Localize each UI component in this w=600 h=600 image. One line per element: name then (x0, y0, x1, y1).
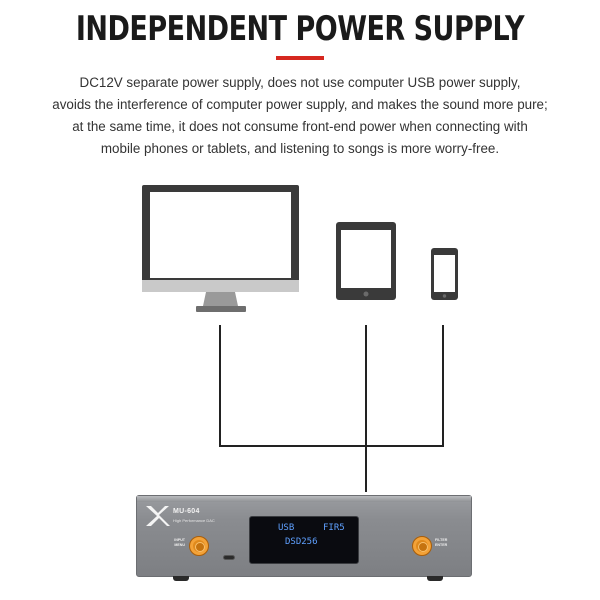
brand-logo-icon (146, 506, 170, 526)
description: DC12V separate power supply, does not us… (40, 72, 560, 160)
usb-c-port (223, 555, 235, 560)
smartphone-icon (431, 248, 458, 300)
title-underline (276, 56, 324, 60)
description-line: at the same time, it does not consume fr… (72, 119, 528, 134)
connection-lines (219, 325, 444, 492)
dac-subtitle: High Performance DAC (173, 518, 215, 523)
dac-foot-left (173, 576, 189, 581)
filter-enter-label: FILTER ENTER (435, 538, 448, 547)
filter-enter-knob[interactable] (412, 536, 432, 556)
description-line: mobile phones or tablets, and listening … (100, 141, 500, 156)
input-menu-label: INPUT MENU (174, 538, 185, 547)
input-menu-knob[interactable] (189, 536, 209, 556)
tablet-icon (336, 222, 396, 300)
dac-model: MU-604 (173, 508, 200, 515)
page-title: INDEPENDENT POWER SUPPLY (75, 10, 525, 49)
dac-display: USB FIR5 DSD256 (249, 516, 359, 564)
dac-foot-right (427, 576, 443, 581)
description-line: avoids the interference of computer powe… (52, 97, 548, 112)
display-input: USB (278, 523, 295, 533)
description-line: DC12V separate power supply, does not us… (79, 75, 521, 90)
display-filter: FIR5 (323, 523, 345, 533)
dac-top-edge (137, 496, 471, 502)
dac-device: MU-604 High Performance DAC INPUT MENU U… (136, 495, 472, 581)
display-format: DSD256 (285, 537, 318, 547)
desktop-monitor-icon (142, 185, 299, 312)
